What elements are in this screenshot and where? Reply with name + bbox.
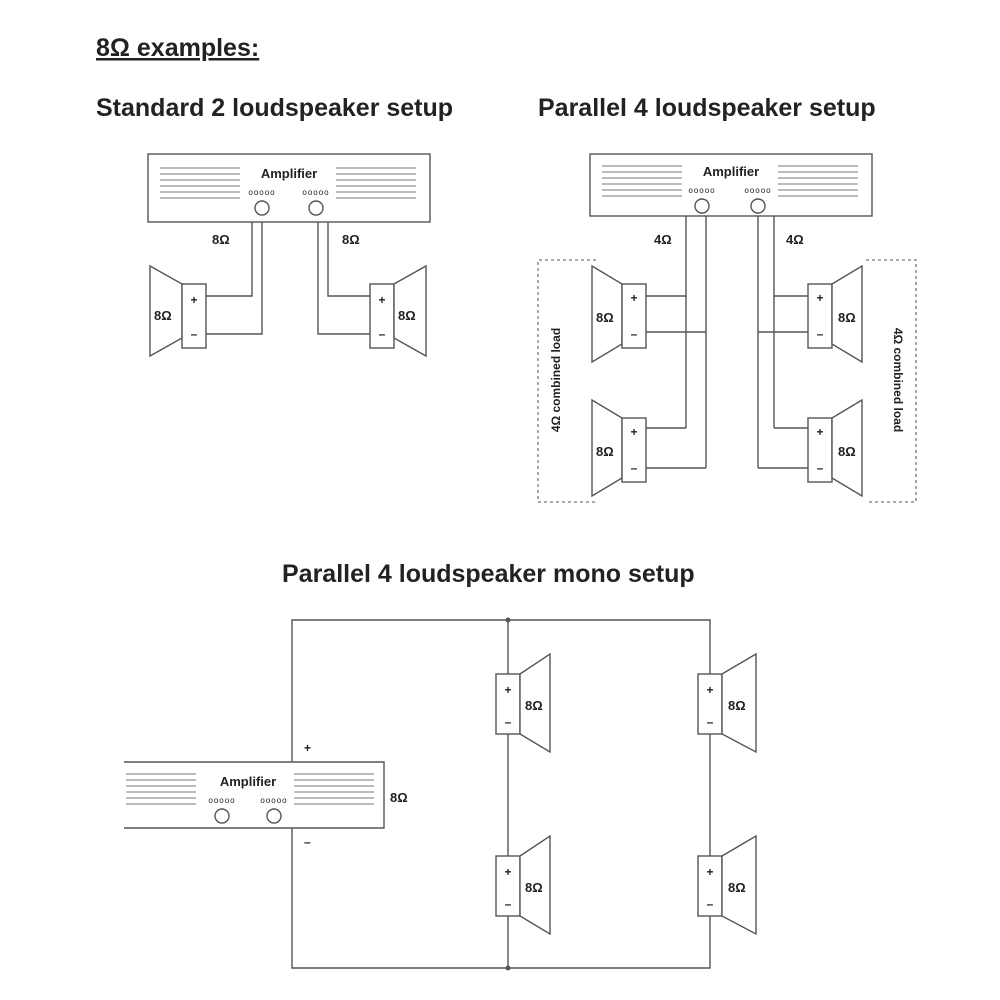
speaker: + – 8Ω [495,652,551,754]
line-impedance-label: 8Ω [342,232,360,247]
amplifier: Amplifier ooooo ooooo [589,153,873,217]
amplifier-label: Amplifier [261,166,317,181]
amplifier-knob [750,198,766,214]
plus-terminal: + [816,291,823,305]
minus-terminal: – [379,327,386,341]
amplifier-dots: ooooo [248,188,275,197]
minus-terminal: – [505,715,512,729]
speaker: + – 8Ω [591,264,647,364]
amplifier-vent-right [336,167,416,199]
speaker: + – 8Ω [697,652,757,754]
speaker-impedance-label: 8Ω [728,698,746,713]
plus-terminal: + [706,865,713,879]
amplifier-vent-left [160,167,240,199]
line-impedance-label: 4Ω [786,232,804,247]
amplifier-dots: ooooo [260,796,287,805]
combined-load-bracket [866,259,917,503]
speaker-impedance-label: 8Ω [596,310,614,325]
minus-terminal: – [631,461,638,475]
minus-terminal: – [707,897,714,911]
plus-terminal: + [190,293,197,307]
amplifier: Amplifier ooooo ooooo [124,761,385,829]
combined-load-bracket [537,259,596,503]
amplifier-vent-left [602,165,682,197]
speaker: + – 8Ω [369,264,427,358]
speaker: + – 8Ω [697,834,757,936]
amplifier-label: Amplifier [220,774,276,789]
minus-terminal: – [191,327,198,341]
plus-terminal: + [630,291,637,305]
line-impedance-label: 8Ω [212,232,230,247]
plus-terminal: + [504,865,511,879]
amplifier-knob [694,198,710,214]
speaker-impedance-label: 8Ω [838,310,856,325]
speaker-impedance-label: 8Ω [398,308,416,323]
minus-terminal: – [817,461,824,475]
speaker-impedance-label: 8Ω [596,444,614,459]
amplifier-knob [214,808,230,824]
parallel-setup-title: Parallel 4 loudspeaker setup [538,94,876,122]
amplifier-vent-right [294,773,374,805]
amplifier-dots: ooooo [688,186,715,195]
amplifier-knob [254,200,270,216]
plus-terminal: + [630,425,637,439]
amplifier-vent-left [126,773,196,805]
mono-setup-title: Parallel 4 loudspeaker mono setup [282,560,695,588]
parallel-setup: Amplifier ooooo ooooo 4Ω 4Ω + – 8Ω [537,153,917,503]
amp-output-impedance-label: 8Ω [390,790,408,805]
speaker: + – 8Ω [149,264,207,358]
combined-load-label: 4Ω combined load [891,328,905,432]
speaker-impedance-label: 8Ω [525,880,543,895]
speaker-impedance-label: 8Ω [838,444,856,459]
minus-terminal: – [505,897,512,911]
minus-terminal: – [707,715,714,729]
amplifier-label: Amplifier [703,164,759,179]
speaker-impedance-label: 8Ω [525,698,543,713]
plus-terminal: + [378,293,385,307]
plus-terminal: + [706,683,713,697]
standard-setup: Amplifier ooooo ooooo 8Ω 8Ω + – 8Ω + – 8… [147,153,431,358]
plus-terminal: + [816,425,823,439]
amplifier-knob [308,200,324,216]
plus-terminal: + [304,741,311,755]
page-heading: 8Ω examples: [96,34,259,62]
amplifier-vent-right [778,165,858,197]
speaker: + – 8Ω [591,398,647,498]
amplifier-dots: ooooo [302,188,329,197]
line-impedance-label: 4Ω [654,232,672,247]
amplifier-knob [266,808,282,824]
combined-load-label: 4Ω combined load [549,328,563,432]
amplifier: Amplifier ooooo ooooo [147,153,431,223]
mono-setup: + – Amplifier ooooo oooo [124,617,757,971]
speaker-impedance-label: 8Ω [154,308,172,323]
standard-setup-title: Standard 2 loudspeaker setup [96,94,453,122]
speaker: + – 8Ω [807,264,863,364]
speaker: + – 8Ω [495,834,551,936]
speaker-impedance-label: 8Ω [728,880,746,895]
speaker: + – 8Ω [807,398,863,498]
minus-terminal: – [304,835,311,849]
minus-terminal: – [631,327,638,341]
plus-terminal: + [504,683,511,697]
minus-terminal: – [817,327,824,341]
amplifier-dots: ooooo [744,186,771,195]
amplifier-dots: ooooo [208,796,235,805]
